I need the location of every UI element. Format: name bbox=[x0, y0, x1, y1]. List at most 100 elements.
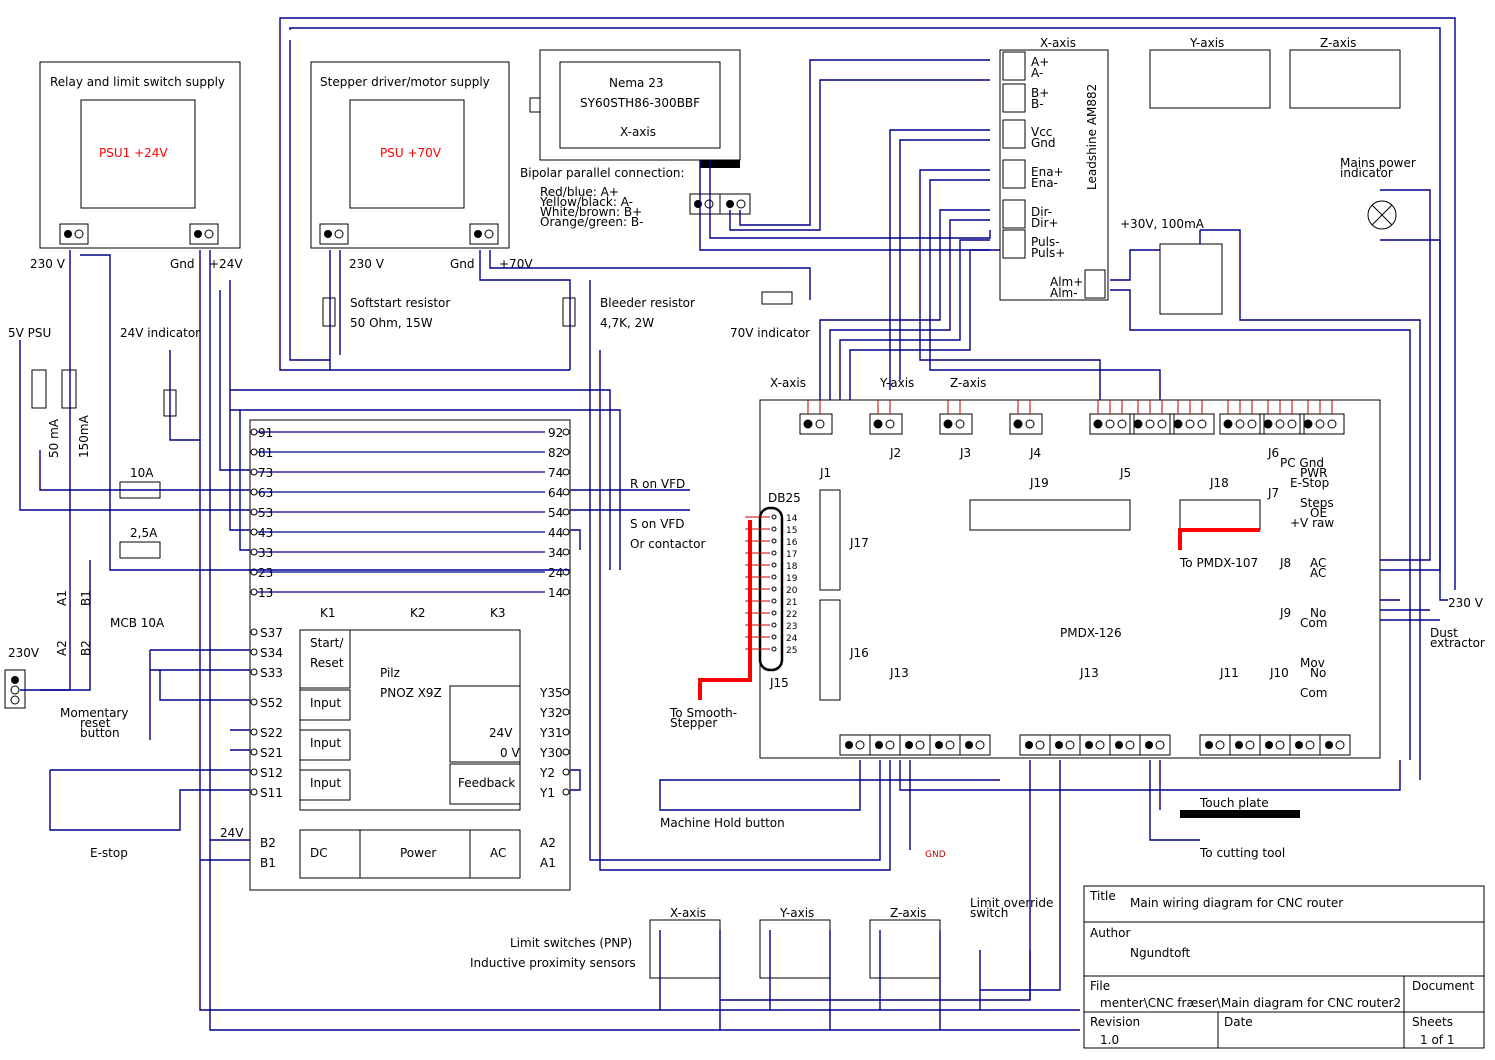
dust-l2: extractor bbox=[1430, 636, 1485, 650]
override-l2: switch bbox=[970, 906, 1008, 920]
motor-line2: SY60STH86-300BBF bbox=[580, 96, 700, 110]
driver-pin: Dir+ bbox=[1031, 216, 1059, 230]
pilz-bottom: Power bbox=[400, 846, 436, 860]
pmdx-j: J16 bbox=[849, 646, 869, 660]
pmdx-j: J11 bbox=[1219, 666, 1239, 680]
pilz-pin-left: S22 bbox=[260, 726, 283, 740]
pilz-a2: A2 bbox=[540, 836, 556, 850]
db25-pin: 17 bbox=[786, 550, 797, 560]
driver-axis-x: X-axis bbox=[1040, 36, 1076, 50]
j6-pin: PC Gnd bbox=[1280, 456, 1324, 470]
estop-label: E-stop bbox=[90, 846, 128, 860]
pilz-bottom: DC bbox=[310, 846, 328, 860]
psu1-v: +24V bbox=[209, 257, 243, 271]
contactor-terminal-left: 43 bbox=[258, 526, 273, 540]
pmdx-j: J13 bbox=[1079, 666, 1099, 680]
pmdx-j: J5 bbox=[1119, 466, 1131, 480]
pmdx-board: PMDX-126 X-axis Y-axis Z-axis J1 J2 J3 J… bbox=[669, 376, 1381, 759]
title-block: Title Main wiring diagram for CNC router… bbox=[1083, 885, 1485, 1049]
pilz-b1: B1 bbox=[260, 856, 276, 870]
mcb-a2: A2 bbox=[55, 640, 69, 656]
j7-pin: +V raw bbox=[1290, 516, 1334, 530]
contactor-k2: K2 bbox=[410, 606, 426, 620]
stepper-driver: X-axis Y-axis Z-axis Leadshine AM882 A+ … bbox=[999, 36, 1401, 301]
contactor-terminal-left: 13 bbox=[258, 586, 273, 600]
to-smooth-l2: Stepper bbox=[670, 716, 717, 730]
pmdx-j: J3 bbox=[959, 446, 971, 460]
contactor-terminal-left: 73 bbox=[258, 466, 273, 480]
j6-pin: PWR bbox=[1300, 466, 1327, 480]
pilz-24v: 24V bbox=[220, 826, 244, 840]
vfd-or: Or contactor bbox=[630, 537, 705, 551]
mcb-b2: B2 bbox=[79, 640, 93, 656]
db25-pin: 20 bbox=[786, 586, 798, 596]
softstart-l1: Softstart resistor bbox=[350, 296, 450, 310]
mains-230v: 230V bbox=[8, 646, 40, 660]
pmdx-header-z: Z-axis bbox=[950, 376, 986, 390]
contactor-terminal-left: 23 bbox=[258, 566, 273, 580]
bipolar-line: Red/blue: A+ bbox=[540, 185, 619, 199]
contactor-terminal-right: 74 bbox=[548, 466, 563, 480]
pilz-pin-right: Y2 bbox=[539, 766, 555, 780]
pilz-pin-left: S12 bbox=[260, 766, 283, 780]
motor-axis: X-axis bbox=[620, 125, 656, 139]
driver-alm: Alm+ bbox=[1050, 275, 1083, 289]
mains-input: 230V MCB 10A A1 A2 B1 B2 Momentary reset… bbox=[4, 590, 165, 860]
reset-l1: Momentary bbox=[60, 706, 128, 720]
driver-pin: Dir- bbox=[1031, 205, 1052, 219]
fuse-150: 150mA bbox=[77, 414, 91, 458]
psu2-title: Stepper driver/motor supply bbox=[320, 75, 490, 89]
pilz-pin-right: Y35 bbox=[539, 686, 563, 700]
driver-pin: Gnd bbox=[1031, 136, 1056, 150]
j7-pin: Steps bbox=[1300, 496, 1334, 510]
driver-axis-y: Y-axis bbox=[1189, 36, 1224, 50]
tb-author-h: Author bbox=[1090, 926, 1130, 940]
tb-date-h: Date bbox=[1224, 1015, 1253, 1029]
contactor-terminal-left: 33 bbox=[258, 546, 273, 560]
j9-pin: No bbox=[1310, 606, 1326, 620]
pilz-pin-left: S11 bbox=[260, 786, 283, 800]
cutting-tool: To cutting tool bbox=[1199, 846, 1285, 860]
driver-pin: Ena- bbox=[1031, 176, 1058, 190]
bleeder-l1: Bleeder resistor bbox=[600, 296, 695, 310]
tb-revision-h: Revision bbox=[1090, 1015, 1140, 1029]
pmdx-j: J7 bbox=[1267, 486, 1279, 500]
machine-hold: Machine Hold button bbox=[660, 816, 785, 830]
pmdx-j: J19 bbox=[1029, 476, 1049, 490]
mcb-b1: B1 bbox=[79, 590, 93, 606]
pmdx-j: J8 bbox=[1279, 556, 1291, 570]
db25-label: DB25 bbox=[768, 491, 801, 505]
pmdx-j: J6 bbox=[1267, 446, 1279, 460]
limits-title1: Limit switches (PNP) bbox=[510, 936, 632, 950]
j9-pin: Com bbox=[1300, 616, 1327, 630]
psu1-label: PSU1 +24V bbox=[99, 146, 168, 160]
contactor-terminal-right: 54 bbox=[548, 506, 563, 520]
motor-line1: Nema 23 bbox=[609, 76, 664, 90]
bipolar-title: Bipolar parallel connection: bbox=[520, 166, 685, 180]
pilz-box: 24V bbox=[489, 726, 513, 740]
driver-pin: Puls- bbox=[1031, 235, 1060, 249]
mains-indicator-l2: indicator bbox=[1340, 166, 1393, 180]
driver-name: Leadshine AM882 bbox=[1085, 84, 1099, 190]
limit-axis: Y-axis bbox=[779, 906, 814, 920]
contactor-terminal-right: 14 bbox=[548, 586, 563, 600]
psu2-block: Stepper driver/motor supply PSU +70V 230… bbox=[310, 61, 533, 271]
pmdx-header-y: Y-axis bbox=[879, 376, 914, 390]
pilz-pin-left: S33 bbox=[260, 666, 283, 680]
pilz-box: Reset bbox=[310, 656, 344, 670]
pilz-a1: A1 bbox=[540, 856, 556, 870]
fuse-10a: 10A bbox=[130, 466, 154, 480]
pmdx-j: J15 bbox=[769, 676, 789, 690]
contactor-terminal-left: 91 bbox=[258, 426, 273, 440]
pilz-name1: Pilz bbox=[380, 666, 400, 680]
gnd-label: GND bbox=[925, 850, 946, 860]
relay-label: +30V, 100mA bbox=[1120, 217, 1205, 231]
resistors: Softstart resistor 50 Ohm, 15W Bleeder r… bbox=[8, 291, 810, 559]
contactor-terminal-right: 34 bbox=[548, 546, 563, 560]
psu2-label: PSU +70V bbox=[380, 146, 442, 160]
psu-5v-label: 5V PSU bbox=[8, 326, 51, 340]
db25-pin: 22 bbox=[786, 610, 797, 620]
to-pmdx107: To PMDX-107 bbox=[1179, 556, 1258, 570]
contactor-k1: K1 bbox=[320, 606, 336, 620]
